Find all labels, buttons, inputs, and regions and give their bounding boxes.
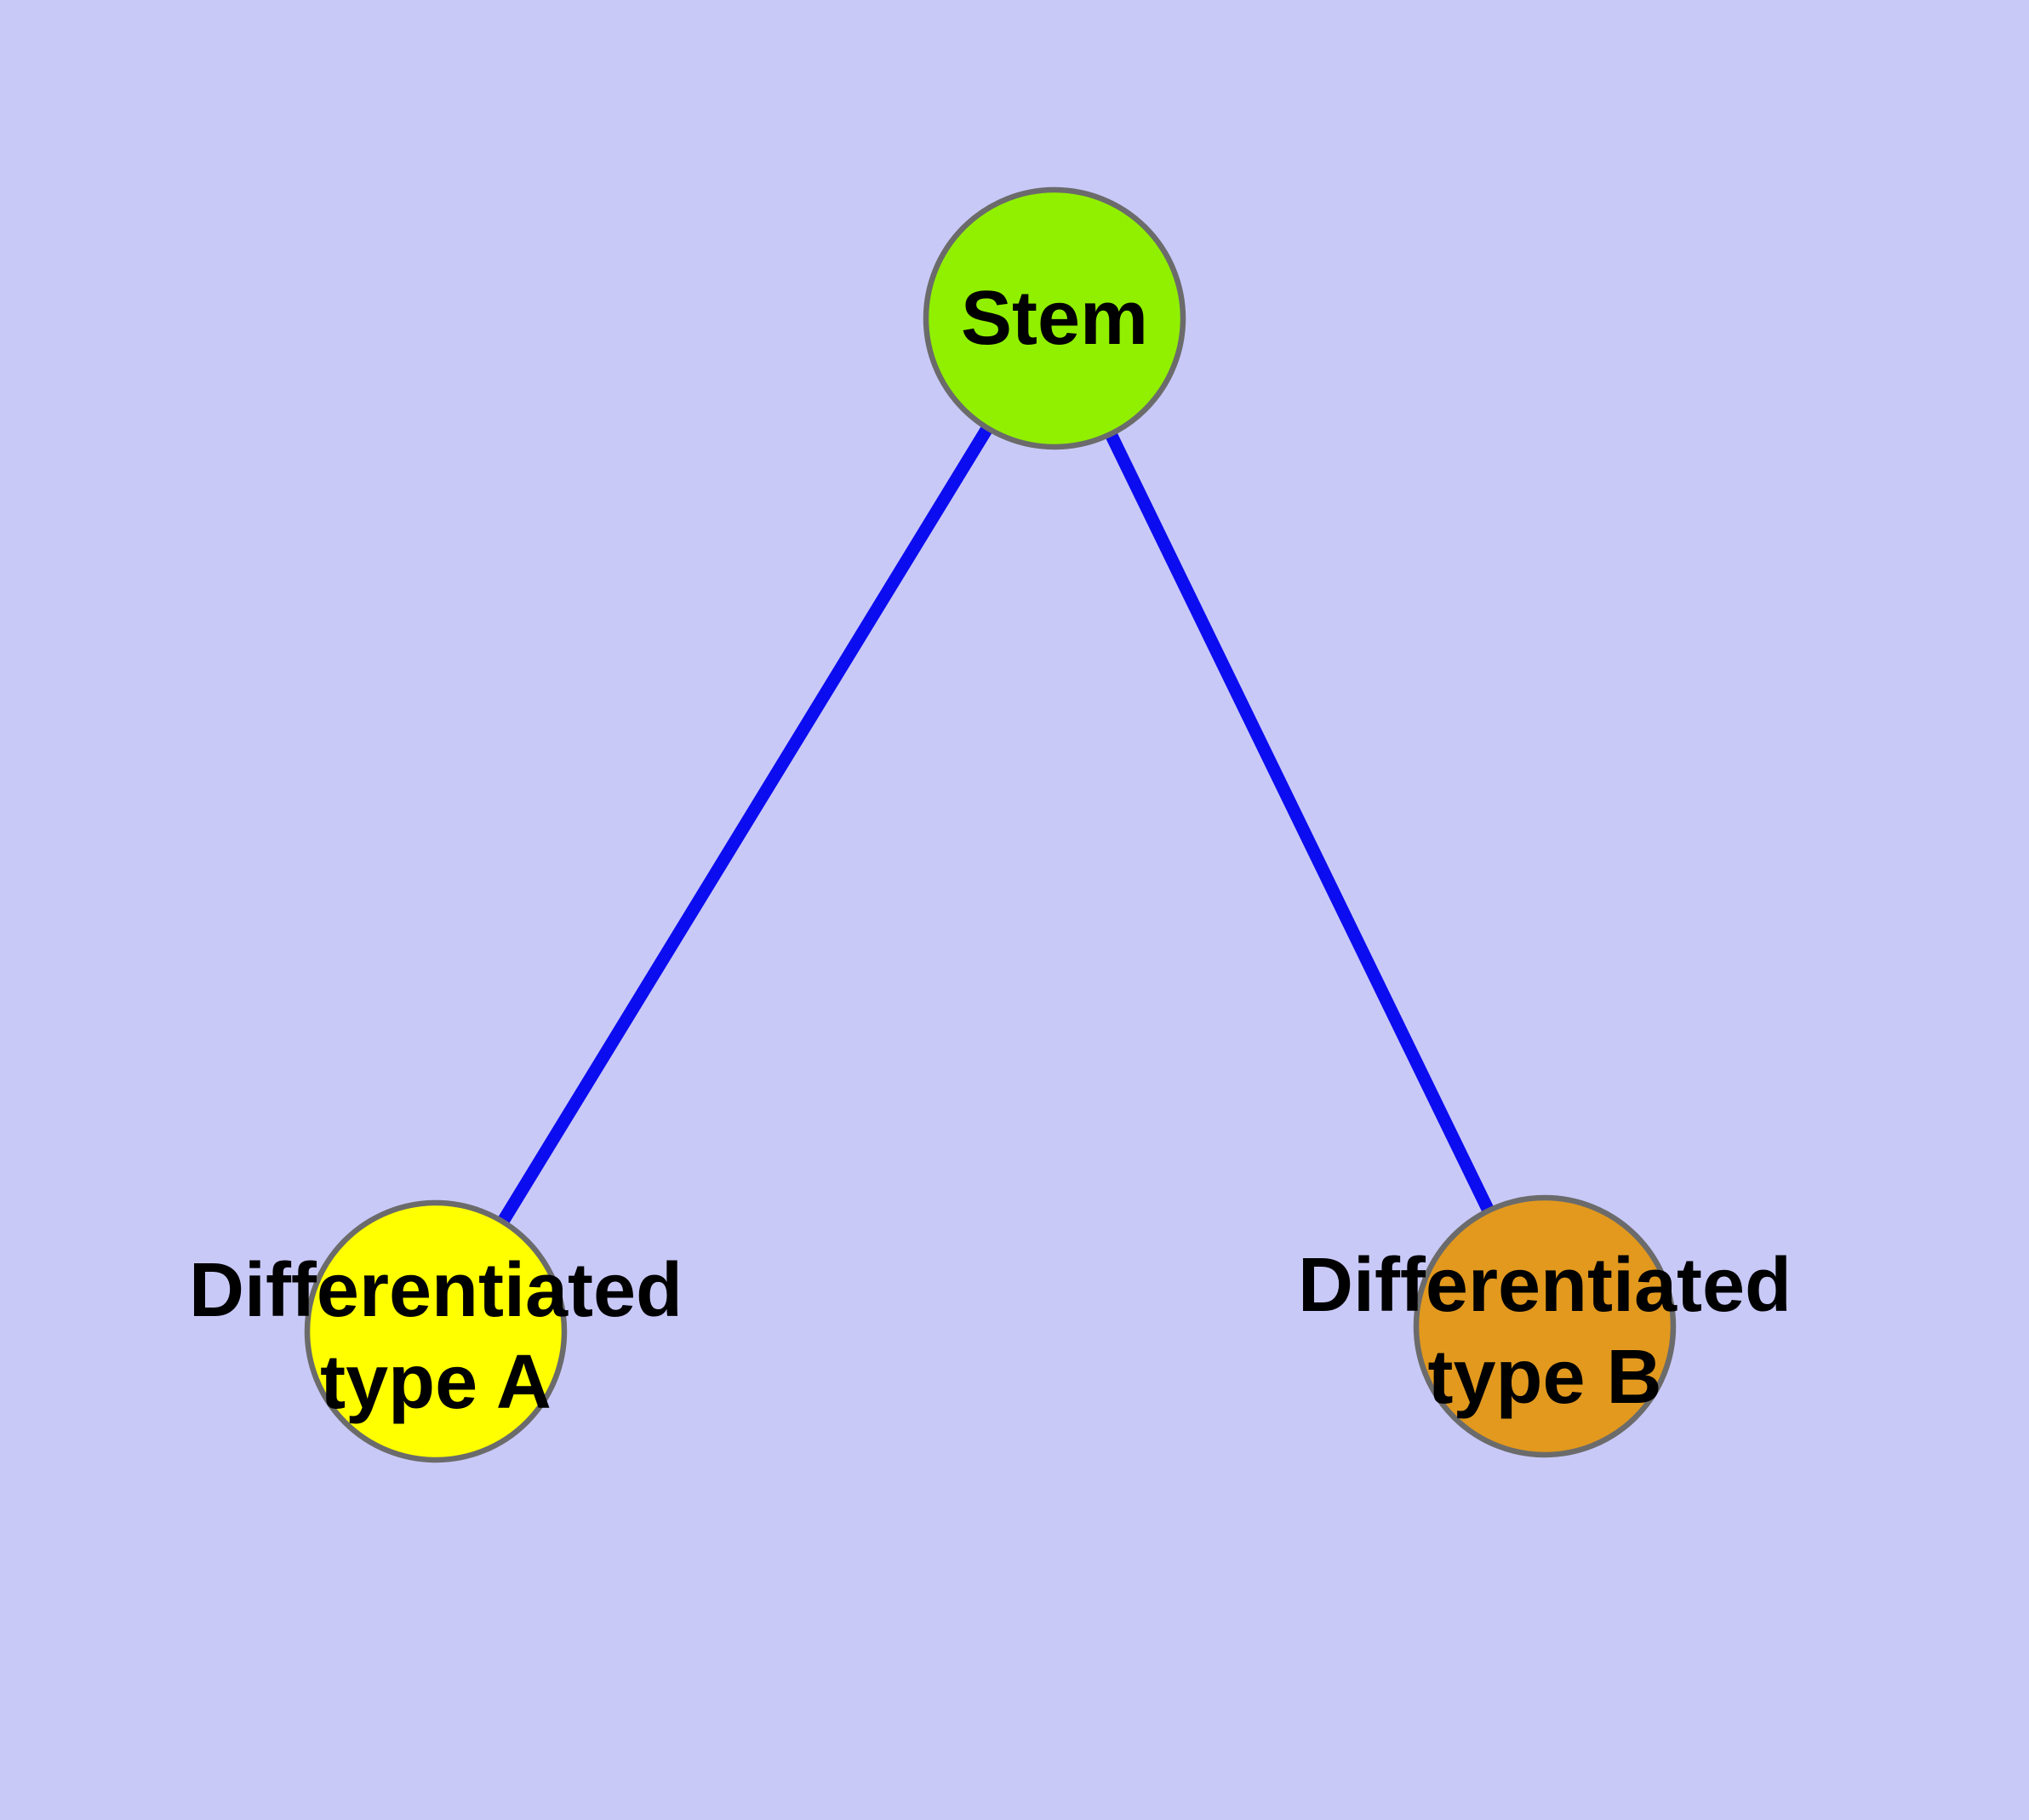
graph-node-differentiated-type-b[interactable]: [1413, 1194, 1677, 1458]
graph-node-differentiated-type-a[interactable]: [304, 1199, 568, 1463]
node-label-differentiated-type-b-line-2: type B: [1427, 1335, 1661, 1420]
graph-node-stem[interactable]: [923, 186, 1186, 450]
node-label-differentiated-type-a-line-2: type A: [320, 1340, 552, 1425]
node-label-differentiated-type-b-line-1: Differentiated: [1298, 1243, 1792, 1328]
edge-stem-to-differentiated-type-a: [430, 315, 1060, 1335]
node-label-stem-line-1: Stem: [961, 276, 1148, 361]
edge-stem-to-differentiated-type-b: [1049, 315, 1551, 1330]
node-label-differentiated-type-a-line-1: Differentiated: [189, 1248, 683, 1333]
